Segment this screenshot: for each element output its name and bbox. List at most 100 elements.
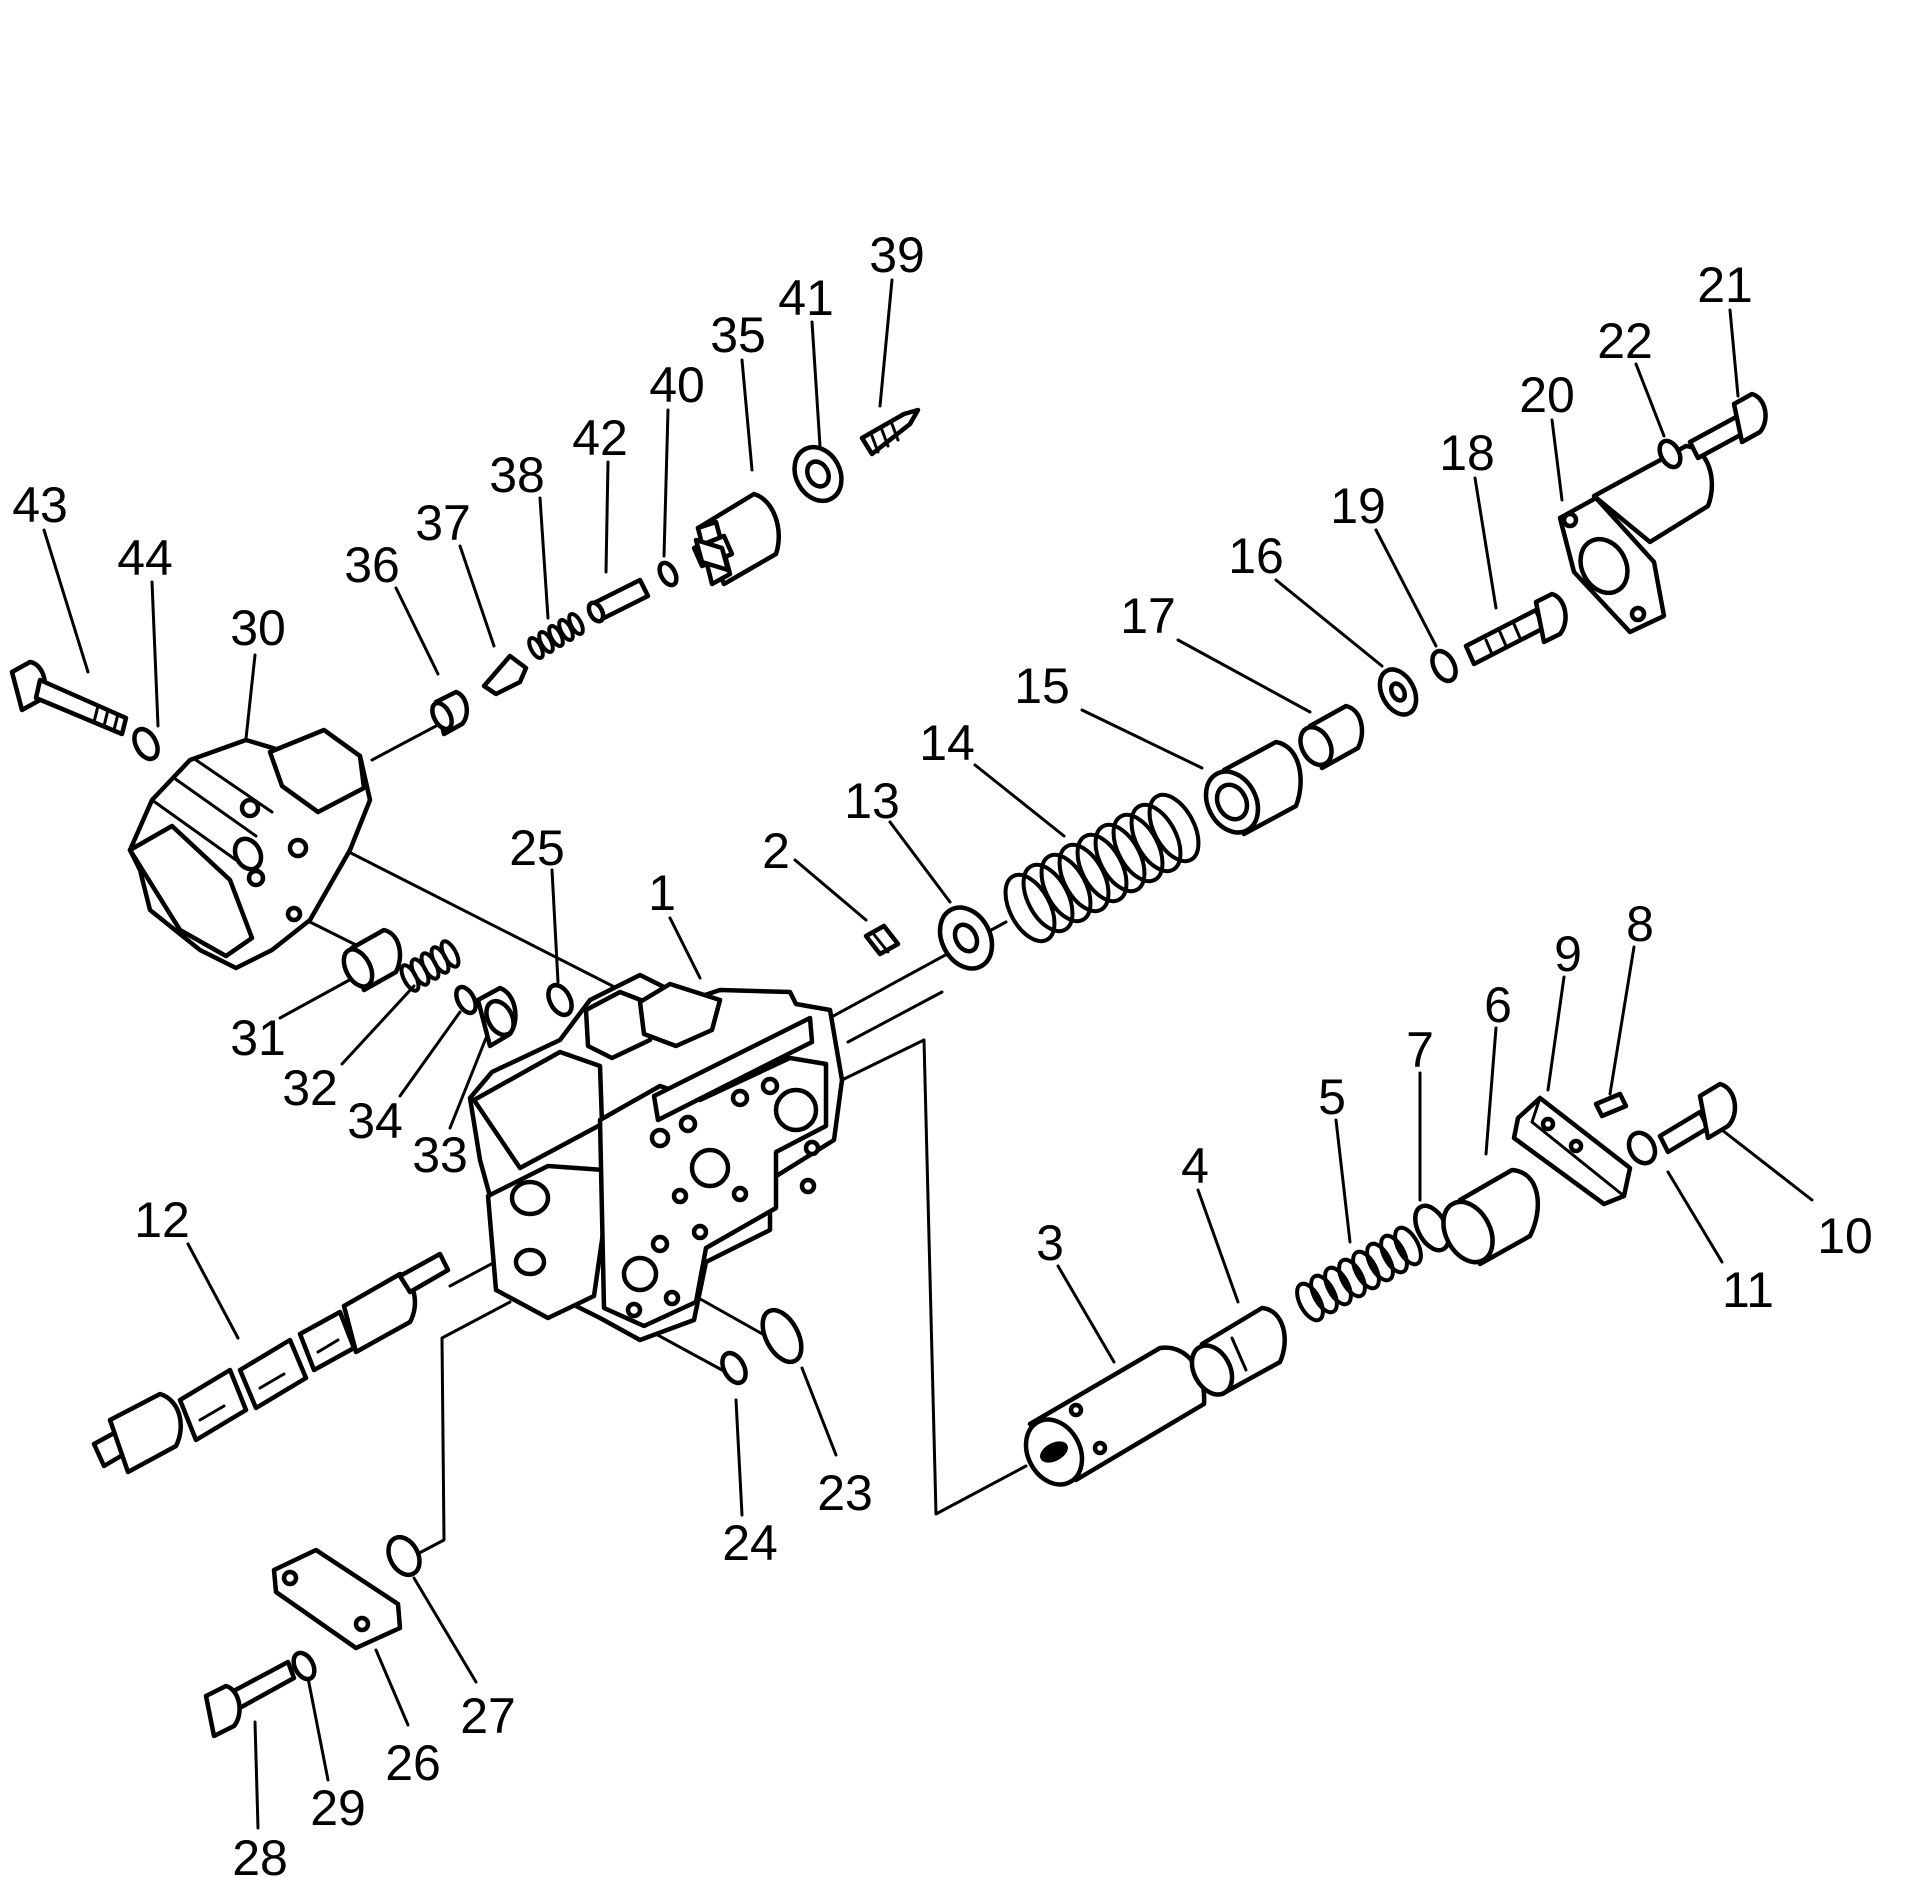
axis-line-spring-upper: [846, 990, 944, 1044]
callout-9: 9: [1554, 926, 1582, 982]
leader-33: [448, 1036, 488, 1130]
callout-25: 25: [509, 820, 565, 876]
o-ring-part-27: [386, 1534, 422, 1578]
leader-23: [800, 1366, 838, 1457]
callout-5: 5: [1318, 1069, 1346, 1125]
callout-13: 13: [844, 773, 900, 829]
leader-4: [1196, 1188, 1240, 1304]
callout-42: 42: [572, 410, 628, 466]
leader-26: [374, 1648, 410, 1727]
leader-24: [734, 1398, 744, 1517]
seat-part-13: [937, 905, 995, 971]
plate-part-9: [1511, 1095, 1633, 1207]
callout-8: 8: [1626, 896, 1654, 952]
bolt-part-18: [1463, 591, 1568, 667]
o-ring-part-23: [760, 1307, 804, 1365]
callout-23: 23: [817, 1465, 873, 1521]
leader-lines: [42, 278, 1814, 1830]
leader-44: [150, 580, 160, 728]
leader-3: [1056, 1264, 1116, 1364]
spool-part-12: [91, 1251, 451, 1475]
piston-part-6: [1441, 1167, 1541, 1267]
leader-16: [1274, 578, 1384, 668]
leader-29: [306, 1676, 330, 1782]
callout-29: 29: [310, 1780, 366, 1836]
leader-36: [394, 586, 440, 676]
bolt-part-21: [1687, 391, 1768, 461]
o-ring-part-25: [546, 982, 574, 1018]
leader-10: [1720, 1128, 1814, 1202]
cap-part-36: [430, 689, 470, 737]
callout-19: 19: [1330, 478, 1386, 534]
leader-34: [398, 1010, 462, 1098]
callout-4: 4: [1181, 1138, 1209, 1194]
callout-41: 41: [778, 270, 834, 326]
callout-1: 1: [648, 865, 676, 921]
leader-18: [1473, 476, 1498, 610]
leader-43: [42, 528, 90, 674]
lock-washer-part-19: [1430, 648, 1458, 684]
bolt-part-10: [1657, 1081, 1738, 1155]
washer-part-11: [1626, 1130, 1658, 1166]
callout-18: 18: [1439, 425, 1495, 481]
leader-32: [340, 984, 416, 1066]
leader-1: [668, 916, 702, 980]
callout-10: 10: [1817, 1208, 1873, 1264]
leader-38: [538, 496, 550, 620]
leader-37: [458, 544, 496, 648]
callout-37: 37: [415, 495, 471, 551]
callout-27: 27: [460, 1688, 516, 1744]
screw-part-39: [859, 407, 921, 457]
callout-32: 32: [282, 1060, 338, 1116]
leader-28: [253, 1720, 260, 1830]
callout-35: 35: [710, 307, 766, 363]
bolt-part-28: [203, 1659, 297, 1739]
callout-44: 44: [117, 530, 173, 586]
callout-17: 17: [1120, 588, 1176, 644]
callout-16: 16: [1228, 528, 1284, 584]
leader-12: [186, 1242, 240, 1340]
leader-22: [1634, 362, 1666, 438]
cap-axis-line: [370, 724, 438, 762]
callout-30: 30: [230, 600, 286, 656]
leader-27: [412, 1576, 478, 1684]
leader-39: [878, 278, 894, 408]
sleeve-part-15: [1203, 739, 1303, 837]
callout-43: 43: [12, 477, 68, 533]
callout-11: 11: [1722, 1262, 1774, 1318]
cover-bracket-line: [404, 1300, 512, 1562]
washer-part-22: [1657, 438, 1683, 470]
leader-35: [740, 358, 754, 472]
callout-22: 22: [1597, 313, 1653, 369]
leader-42: [604, 460, 610, 574]
spool-part-4: [1189, 1305, 1287, 1397]
washer-part-44: [132, 726, 160, 762]
parts: [9, 391, 1768, 1739]
o-ring-part-24: [720, 1350, 748, 1386]
washer-part-29: [291, 1650, 317, 1682]
callout-20: 20: [1519, 367, 1575, 423]
housing-part-30: [127, 727, 373, 971]
cap-part-33: [475, 985, 518, 1049]
leader-9: [1546, 975, 1566, 1092]
callout-26: 26: [385, 1735, 441, 1791]
leader-8: [1608, 945, 1636, 1096]
plunger-part-31: [341, 927, 403, 993]
callout-2: 2: [762, 823, 790, 879]
callout-12: 12: [134, 1192, 190, 1248]
bolt-part-43: [9, 659, 129, 737]
leader-6: [1484, 1026, 1498, 1156]
callout-36: 36: [344, 537, 400, 593]
callout-39: 39: [869, 227, 925, 283]
callout-34: 34: [347, 1093, 403, 1149]
callout-28: 28: [232, 1830, 288, 1877]
leader-5: [1334, 1118, 1352, 1244]
callout-7: 7: [1406, 1022, 1434, 1078]
spring-part-14: [1003, 792, 1201, 944]
spring-part-32: [399, 939, 461, 993]
leader-14: [973, 763, 1066, 838]
sleeve-bracket-line: [840, 1038, 1028, 1516]
callout-33: 33: [412, 1127, 468, 1183]
o-ring-part-40: [657, 560, 679, 588]
